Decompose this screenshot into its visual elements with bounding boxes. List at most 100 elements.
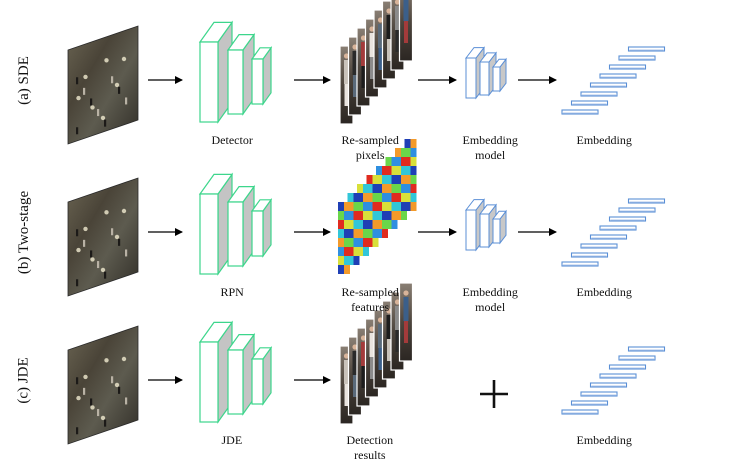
row-two-stage-features-map-2-cell-2-0 <box>357 202 363 211</box>
row-sde-network-box-2-front <box>251 58 264 105</box>
row-sde-embedding-model-box-0-front <box>465 57 477 99</box>
row-sde-crops-crop-4-head <box>377 17 384 23</box>
row-two-stage-features-map-4-cell-0-0 <box>376 166 382 175</box>
row-two-stage-features-map-1-cell-7-1 <box>353 256 360 265</box>
row-sde-input-frame-light-6 <box>121 56 127 62</box>
row-jde-embedding-bar-5 <box>608 364 647 370</box>
row-two-stage-features-map-1-cell-7-0 <box>347 256 354 265</box>
row-jde-embedding-bar-2 <box>580 391 618 397</box>
row-jde-embedding-bar-3 <box>589 382 628 388</box>
row-jde-embedding-bar-0 <box>561 409 599 415</box>
row-sde-step-3-label-line-0: Embedding <box>576 133 632 147</box>
row-two-stage-input-frame-frame <box>67 177 139 297</box>
row-sde-input-frame-figure-3 <box>97 109 100 117</box>
row-two-stage-features-map-7-cell-6-1 <box>410 193 417 202</box>
row-jde-crops-crop-2-head <box>360 335 367 341</box>
row-sde-crops-crop-1-legs <box>353 75 357 97</box>
row-sde-step-0-label-line-0: Detector <box>211 133 253 147</box>
row-two-stage-input-frame-figure-2 <box>90 250 93 258</box>
row-two-stage-features-map-1-cell-1-1 <box>353 202 360 211</box>
row-two-stage-features-map-2 <box>357 184 369 256</box>
row-two-stage-input-frame-figure-8 <box>76 279 79 287</box>
row-sde-crops-crop-1-torso <box>352 51 358 75</box>
row-jde-step-1-label-line-1: results <box>354 448 386 462</box>
row-sde-crops-crop-0-head <box>343 53 350 59</box>
row-sde-crops-crop-7-legs <box>404 21 408 43</box>
row-two-stage-features-map-4-cell-0-1 <box>382 166 388 175</box>
row-jde-crops-crop-6-legs <box>395 330 400 352</box>
row-sde-input-frame-figure-8 <box>76 127 79 135</box>
row-two-stage-features-map-1-cell-0-1 <box>353 193 360 202</box>
row-sde-embedding-bar-4 <box>599 73 637 79</box>
row-jde-crops-crop-6-torso <box>395 306 400 330</box>
row-two-stage-features-map-2-cell-0-0 <box>357 184 363 193</box>
row-two-stage-input-frame-light-3 <box>90 257 95 262</box>
row-jde-input-frame-light-3 <box>90 405 95 410</box>
row-two-stage-features-map-1-cell-0-0 <box>347 193 354 202</box>
row-sde-input-frame-light-1 <box>104 58 109 63</box>
row-two-stage-features-map-4-cell-3-1 <box>382 193 388 202</box>
row-two-stage-step-1-label-line-1: features <box>351 300 390 314</box>
row-two-stage-input-frame-light-5 <box>76 247 81 253</box>
row-jde-input-frame-figure-4 <box>104 419 107 427</box>
row-two-stage-features-map-4-cell-1-1 <box>382 175 388 184</box>
row-jde-crops-crop-7-head <box>403 290 409 296</box>
row-two-stage-input-frame-light-4 <box>100 267 106 273</box>
row-two-stage-features-map-6-cell-7-0 <box>395 211 401 220</box>
row-two-stage-features-map-7-cell-3-1 <box>410 166 417 175</box>
row-sde-embedding-bar-1 <box>570 100 609 106</box>
row-two-stage-features-map-2-cell-5-1 <box>363 229 369 238</box>
row-sde-crops-crop-0-torso <box>344 60 349 84</box>
row-two-stage-embedding-bar-2 <box>580 243 618 249</box>
row-two-stage-features-map-4-cell-1-0 <box>376 175 382 184</box>
row-jde-crops-crop-6-head <box>394 299 401 305</box>
row-two-stage-features-map-2-cell-3-0 <box>357 211 363 220</box>
row-two-stage-features-map-0-cell-2-1 <box>344 220 350 229</box>
row-two-stage-input-frame-figure-6 <box>118 238 121 246</box>
row-jde-crops-crop-1-legs <box>353 375 357 397</box>
row-sde-crops-crop-2-head <box>360 35 367 41</box>
row-two-stage-features-map-3-cell-1-0 <box>366 184 373 193</box>
row-two-stage-features-map-5-cell-7-1 <box>391 220 398 229</box>
row-jde-input-frame-figure-8 <box>76 427 79 435</box>
row-two-stage-features-map-6-cell-1-1 <box>401 157 407 166</box>
row-two-stage-embedding-bar-5 <box>608 216 647 222</box>
row-sde-embedding <box>561 46 666 115</box>
row-sde-input-frame-light-3 <box>90 105 95 110</box>
row-sde-embedding-bar-2 <box>580 91 618 97</box>
row-two-stage-features-map-2-cell-4-0 <box>357 220 363 229</box>
row-jde-plus-sign <box>480 380 508 408</box>
row-two-stage-features-map-6 <box>395 148 407 220</box>
row-two-stage-features-map-0-cell-3-0 <box>338 229 344 238</box>
row-two-stage-features-map-5-cell-2-0 <box>385 175 392 184</box>
row-two-stage-features-map-6-cell-6-0 <box>395 202 401 211</box>
row-two-stage-features-map-7-cell-7-1 <box>410 202 417 211</box>
row-two-stage-features-map-3-cell-0-1 <box>372 175 379 184</box>
row-two-stage-features-map-5-cell-7-0 <box>385 220 392 229</box>
row-jde-crops-crop-2-legs <box>361 366 366 388</box>
row-two-stage-input-frame-figure-4 <box>104 271 107 279</box>
row-sde-crops-crop-3-torso <box>369 33 375 57</box>
row-sde-input-frame-light-5 <box>76 95 81 101</box>
row-two-stage-features-map-7-cell-0-1 <box>410 139 417 148</box>
row-two-stage-features-map-4 <box>376 166 388 238</box>
row-sde-step-1-label-line-1: pixels <box>355 148 385 162</box>
row-two-stage-features-map-4-cell-5-1 <box>382 211 388 220</box>
row-two-stage-embedding-bar-4 <box>599 225 637 231</box>
row-two-stage-input-frame-figure-5 <box>111 228 114 236</box>
row-two-stage-features-map-6-cell-2-1 <box>401 166 407 175</box>
row-jde-crops <box>339 282 414 425</box>
row-jde-crops-crop-5-head <box>386 308 392 314</box>
row-jde-crops-crop-4-torso <box>378 324 383 348</box>
row-two-stage-features-map-6-cell-7-1 <box>401 211 407 220</box>
row-jde-step-3-label-line-0: Embedding <box>576 433 632 447</box>
row-sde-input-frame-figure-0 <box>76 77 79 85</box>
row-two-stage-features-map-7 <box>404 139 417 211</box>
row-two-stage-features-map-2-cell-1-1 <box>363 193 369 202</box>
row-sde-network <box>198 20 273 124</box>
row-two-stage-input-frame-figure-0 <box>76 229 79 237</box>
row-sde-step-2-label-line-0: Embedding <box>462 133 518 147</box>
row-two-stage-input-frame <box>67 177 139 297</box>
row-sde-input-frame-light-4 <box>100 115 106 121</box>
